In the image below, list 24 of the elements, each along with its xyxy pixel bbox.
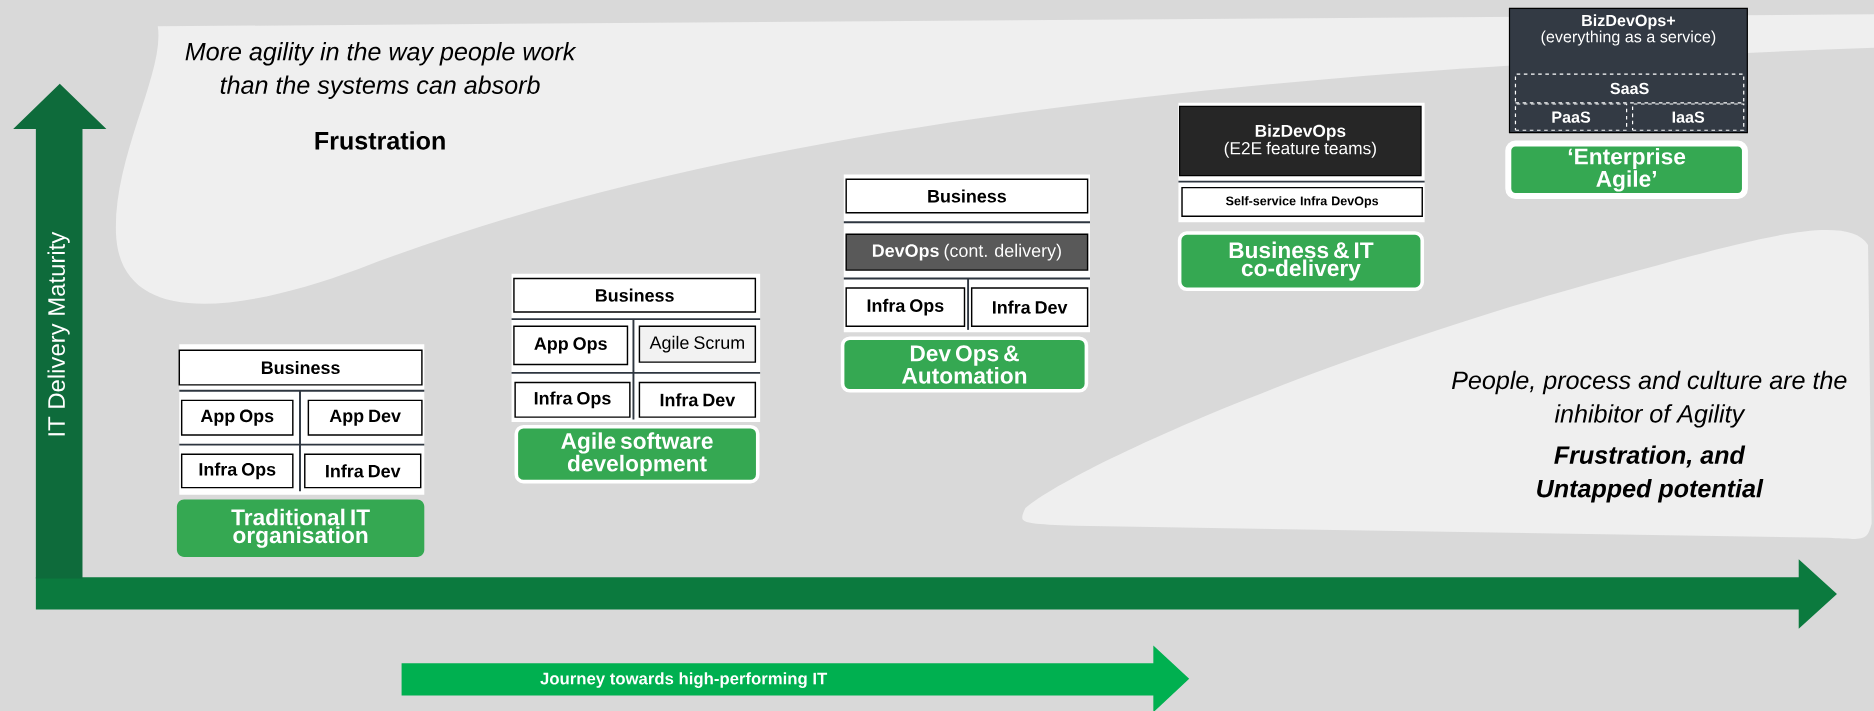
team-box: BizDevOps (E2E feature teams)	[1179, 105, 1422, 177]
service-box: IaaS	[1632, 103, 1745, 131]
role-box: Infra Ops	[514, 381, 631, 418]
role-box: Self-service Infra DevOps	[1181, 186, 1423, 217]
role-box: Business	[513, 277, 757, 313]
role-box: App Dev	[307, 399, 423, 436]
role-box: Infra Ops	[845, 287, 966, 327]
role-box: App Ops	[180, 399, 294, 436]
role-box: Infra Ops	[180, 453, 294, 489]
role-box: Infra Dev	[970, 287, 1089, 327]
stage-label: Business & IT co-delivery	[1177, 231, 1425, 291]
role-box: Agile Scrum	[638, 325, 757, 363]
role-box: App Ops	[513, 325, 629, 366]
role-box: Business	[178, 349, 423, 386]
role-box: Business	[845, 178, 1089, 214]
role-box: Infra Dev	[638, 381, 757, 418]
role-box: DevOps (cont. delivery)	[845, 233, 1089, 271]
role-box: Infra Dev	[304, 453, 422, 489]
stage-label: Dev Ops & Automation	[840, 336, 1089, 393]
stage-label: ‘Enterprise Agile’	[1505, 140, 1748, 199]
stage-label: Traditional IT organisation	[176, 499, 425, 557]
stage-label: Agile software development	[514, 424, 760, 484]
service-box: PaaS	[1514, 103, 1628, 131]
service-box: SaaS	[1514, 73, 1745, 104]
